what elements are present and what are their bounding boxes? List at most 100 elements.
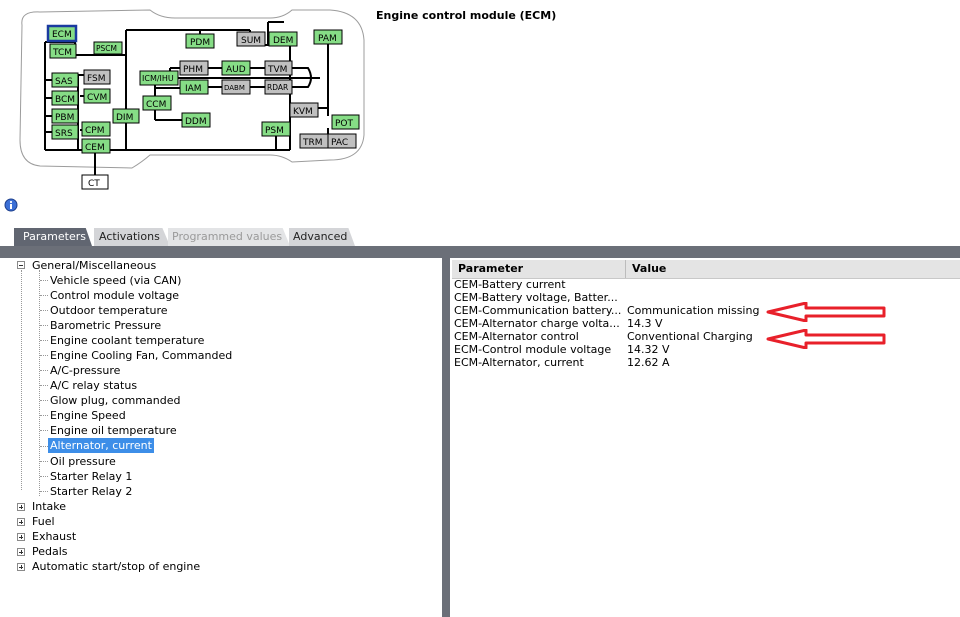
module-cem[interactable]: CEM <box>81 138 111 154</box>
tree-leaf-selected[interactable]: Alternator, current <box>48 438 154 453</box>
tree-connector <box>40 280 48 281</box>
expand-toggle-icon[interactable] <box>17 533 25 541</box>
svg-text:SAS: SAS <box>55 77 73 87</box>
svg-text:CEM: CEM <box>85 143 105 153</box>
svg-text:BCM: BCM <box>55 95 75 105</box>
module-dabm[interactable]: DABM <box>221 79 251 95</box>
tree-leaf[interactable]: Engine oil temperature <box>50 424 177 437</box>
module-fsm[interactable]: FSM <box>83 69 111 85</box>
tree-node-auto-start-stop[interactable]: Automatic start/stop of engine <box>32 560 201 573</box>
tree-leaf[interactable]: Glow plug, commanded <box>50 394 181 407</box>
module-pot[interactable]: POT <box>331 114 360 130</box>
parameter-tree-pane: General/Miscellaneous Vehicle speed (via… <box>0 258 442 617</box>
tree-node-pedals[interactable]: Pedals <box>32 545 68 558</box>
tree-leaf[interactable]: Starter Relay 2 <box>50 485 133 498</box>
value-cell: 12.62 A <box>627 356 670 369</box>
expand-toggle-icon[interactable] <box>17 518 25 526</box>
table-row[interactable]: CEM-Alternator control Conventional Char… <box>454 330 954 343</box>
table-row[interactable]: ECM-Alternator, current 12.62 A <box>454 356 954 369</box>
table-row[interactable]: CEM-Alternator charge volta... 14.3 V <box>454 317 954 330</box>
module-pac[interactable]: PAC <box>327 133 357 149</box>
module-cpm[interactable]: CPM <box>81 121 111 137</box>
module-iam[interactable]: IAM <box>179 79 209 95</box>
tab-parameters[interactable]: Parameters <box>14 228 92 246</box>
svg-text:PDM: PDM <box>190 38 210 48</box>
svg-text:IAM: IAM <box>185 84 202 94</box>
module-dim[interactable]: DIM <box>112 108 140 124</box>
tree-node-exhaust[interactable]: Exhaust <box>32 530 77 543</box>
tree-leaf[interactable]: Vehicle speed (via CAN) <box>50 274 182 287</box>
module-rdar[interactable]: RDAR <box>264 79 293 95</box>
module-sas[interactable]: SAS <box>51 72 79 88</box>
module-phm[interactable]: PHM <box>179 60 209 76</box>
module-ecm[interactable]: ECM <box>46 24 78 43</box>
collapse-toggle-icon[interactable] <box>17 261 25 269</box>
svg-text:ECM: ECM <box>52 30 72 40</box>
svg-text:RDAR: RDAR <box>267 83 288 92</box>
column-header-parameter[interactable]: Parameter <box>452 260 626 278</box>
parameter-cell: ECM-Control module voltage <box>454 343 612 356</box>
tree-leaf[interactable]: Barometric Pressure <box>50 319 162 332</box>
module-psm[interactable]: PSM <box>261 121 291 137</box>
module-ddm[interactable]: DDM <box>181 112 211 128</box>
module-pscm[interactable]: PSCM <box>93 41 123 55</box>
red-arrow-annotation <box>766 329 886 349</box>
module-icm-ihu[interactable]: ICM/IHU <box>139 70 179 86</box>
tree-leaf[interactable]: Engine coolant temperature <box>50 334 205 347</box>
tree-leaf[interactable]: Control module voltage <box>50 289 180 302</box>
module-tvm[interactable]: TVM <box>264 60 293 76</box>
module-srs[interactable]: SRS <box>51 124 79 140</box>
tree-leaf[interactable]: Oil pressure <box>50 455 116 468</box>
svg-text:PSM: PSM <box>265 126 284 136</box>
svg-text:CT: CT <box>88 179 100 189</box>
tree-leaf[interactable]: A/C-pressure <box>50 364 121 377</box>
table-row[interactable]: ECM-Control module voltage 14.32 V <box>454 343 954 356</box>
page-title: Engine control module (ECM) <box>376 9 557 22</box>
module-aud[interactable]: AUD <box>221 60 251 76</box>
expand-toggle-icon[interactable] <box>17 563 25 571</box>
module-trm[interactable]: TRM <box>299 133 329 149</box>
expand-toggle-icon[interactable] <box>17 503 25 511</box>
tree-node-fuel[interactable]: Fuel <box>32 515 55 528</box>
tab-activations[interactable]: Activations <box>94 228 170 246</box>
svg-text:PBM: PBM <box>55 113 74 123</box>
module-pdm[interactable]: PDM <box>185 33 215 49</box>
tree-leaf[interactable]: Outdoor temperature <box>50 304 168 317</box>
module-sum[interactable]: SUM <box>236 31 266 47</box>
module-pbm[interactable]: PBM <box>51 108 79 124</box>
parameter-grid-pane: Parameter Value CEM-Battery current CEM-… <box>450 258 960 617</box>
module-kvm[interactable]: KVM <box>289 102 319 118</box>
svg-text:KVM: KVM <box>293 107 313 117</box>
table-row[interactable]: CEM-Battery current <box>454 278 954 291</box>
module-ccm[interactable]: CCM <box>142 95 172 111</box>
module-pam[interactable]: PAM <box>313 29 343 45</box>
parameter-cell: ECM-Alternator, current <box>454 356 584 369</box>
module-tcm[interactable]: TCM <box>49 43 77 59</box>
svg-text:CCM: CCM <box>146 100 166 110</box>
tree-connector <box>40 295 48 296</box>
tree-connector <box>40 461 48 462</box>
module-dem[interactable]: DEM <box>268 31 298 47</box>
tree-leaf[interactable]: Starter Relay 1 <box>50 470 133 483</box>
info-icon[interactable] <box>4 198 18 212</box>
svg-text:SRS: SRS <box>55 129 73 139</box>
tree-connector <box>40 415 48 416</box>
module-bcm[interactable]: BCM <box>51 90 79 106</box>
tab-advanced[interactable]: Advanced <box>289 228 355 246</box>
table-row[interactable]: CEM-Battery voltage, Batter... <box>454 291 954 304</box>
tree-leaf[interactable]: A/C relay status <box>50 379 138 392</box>
module-ct[interactable]: CT <box>81 174 109 190</box>
svg-text:TRM: TRM <box>302 138 323 148</box>
pane-splitter[interactable] <box>442 258 450 617</box>
tree-connector <box>40 446 48 447</box>
column-header-value[interactable]: Value <box>632 262 667 275</box>
tree-node-intake[interactable]: Intake <box>32 500 67 513</box>
expand-toggle-icon[interactable] <box>17 548 25 556</box>
tree-leaf[interactable]: Engine Cooling Fan, Commanded <box>50 349 233 362</box>
parameter-cell: CEM-Communication battery... <box>454 304 622 317</box>
tree-leaf[interactable]: Engine Speed <box>50 409 126 422</box>
table-row[interactable]: CEM-Communication battery... Communicati… <box>454 304 954 317</box>
module-cvm[interactable]: CVM <box>83 88 111 104</box>
tree-node-general[interactable]: General/Miscellaneous <box>32 259 157 272</box>
value-cell: Conventional Charging <box>627 330 753 343</box>
